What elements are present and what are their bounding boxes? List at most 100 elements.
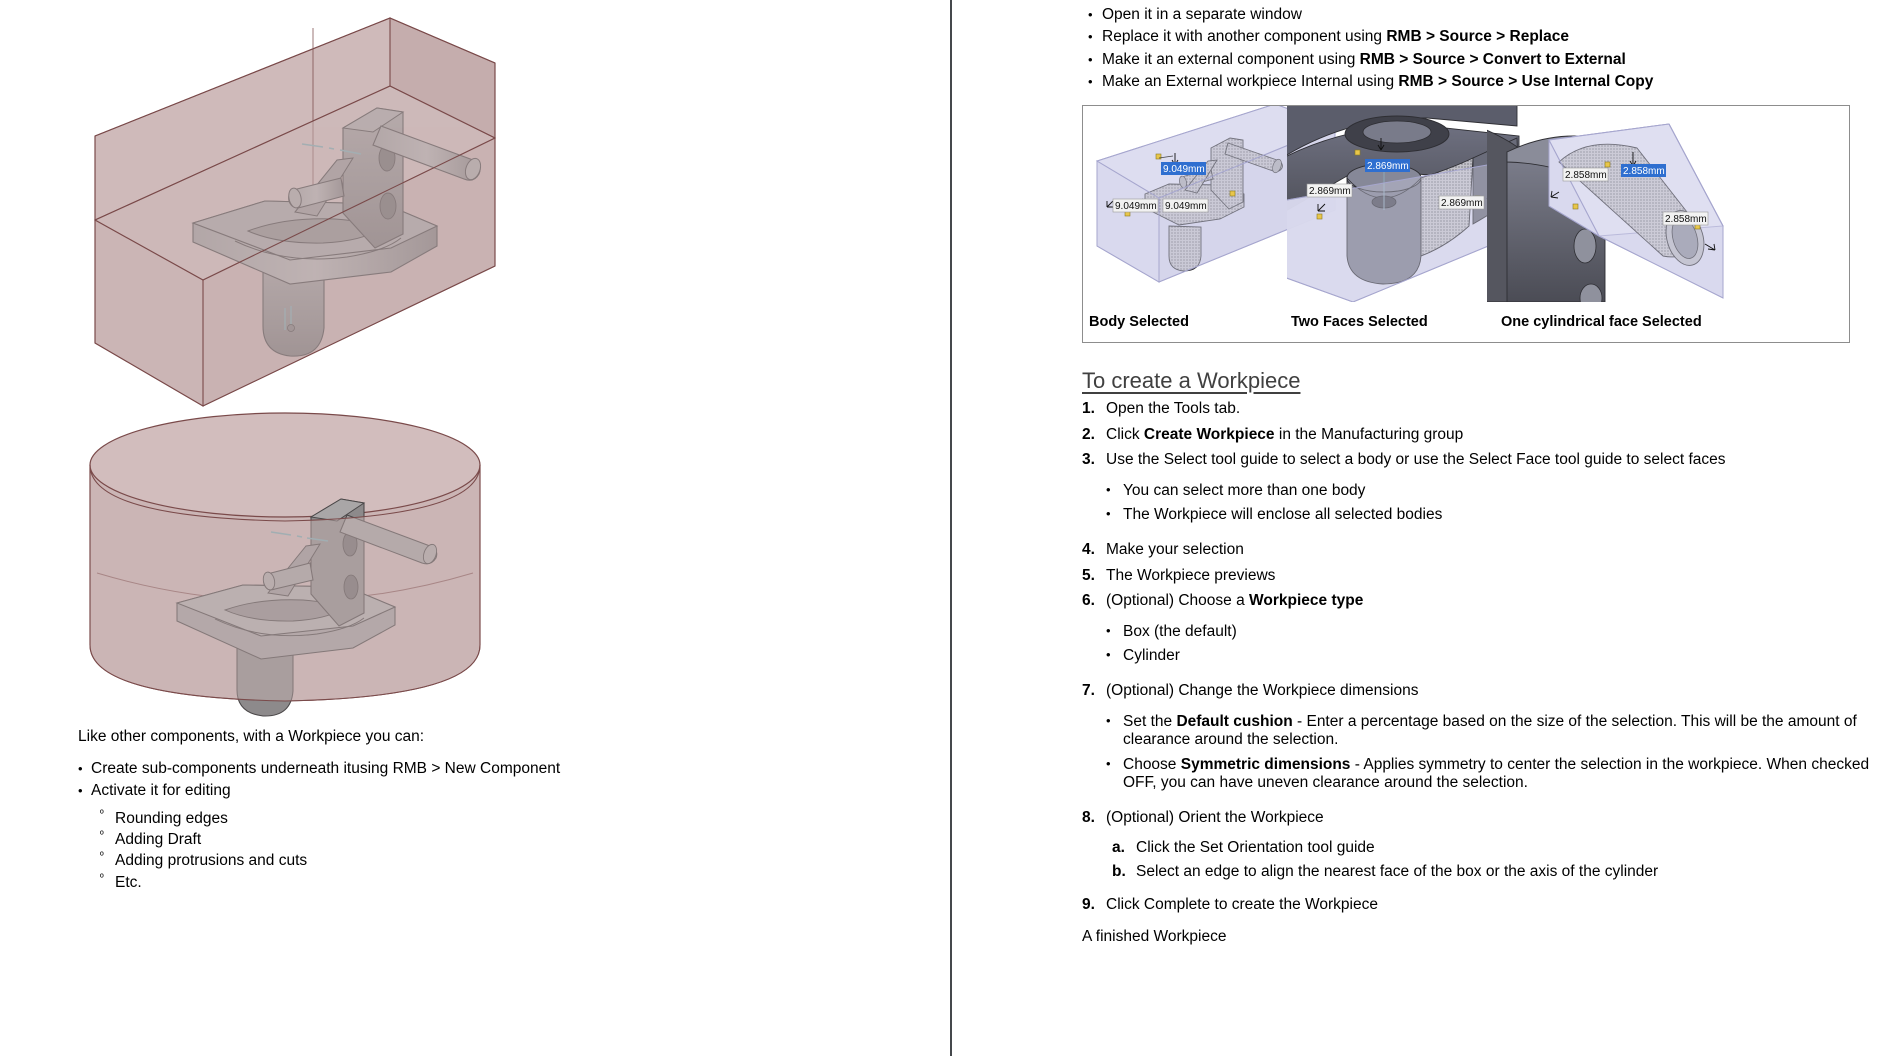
bullet-marker: • <box>1106 506 1111 522</box>
step-number: 4. <box>1082 540 1095 558</box>
step-label: The Workpiece previews <box>1106 566 1276 584</box>
step-3-sub-list: • You can select more than one body • Th… <box>1106 482 1882 525</box>
list-item-label: Make it an external component using RMB … <box>1102 50 1626 68</box>
one-cylindrical-face-selected-figure: 2.858mm 2.858mm 2.858mm <box>1487 106 1847 302</box>
svg-text:2.858mm: 2.858mm <box>1665 214 1707 225</box>
panel-figure-row: 9.049mm 9.049mm 9.049mm <box>1083 106 1849 302</box>
step-label: (Optional) Choose a Workpiece type <box>1106 592 1364 610</box>
selection-handle <box>1604 161 1611 168</box>
list-item: • Box (the default) <box>1106 623 1882 642</box>
page-title: To create a Workpiece <box>1082 368 1301 393</box>
list-item-label: The Workpiece will enclose all selected … <box>1123 506 1443 524</box>
list-item: • Set the Default cushion - Enter a perc… <box>1106 713 1882 750</box>
sub-bullet-marker: º <box>100 851 104 863</box>
axis-centerline <box>301 143 362 155</box>
list-item: º Adding Draft <box>100 830 778 849</box>
lead-line: Like other components, with a Workpiece … <box>78 728 425 745</box>
bullet-marker: • <box>1088 73 1093 89</box>
list-item: • The Workpiece will enclose all selecte… <box>1106 506 1882 525</box>
step-label: Make your selection <box>1106 540 1244 558</box>
left-column: Like other components, with a Workpiece … <box>0 0 950 1056</box>
list-item-label: Adding Draft <box>115 831 202 849</box>
step-7-sub-list: • Set the Default cushion - Enter a perc… <box>1106 713 1882 793</box>
bullet-marker: • <box>1106 755 1111 771</box>
dimension-label: 2.858mm <box>1662 211 1709 226</box>
step-item: 6. (Optional) Choose a Workpiece type <box>1082 592 1882 611</box>
pink-box-front <box>95 86 495 406</box>
figure-caption: Body Selected <box>1089 314 1189 330</box>
list-item: º Adding protrusions and cuts <box>100 851 778 870</box>
list-item-label: Adding protrusions and cuts <box>115 852 308 870</box>
substep-letter: a. <box>1112 838 1125 856</box>
list-item-label: Replace it with another component using … <box>1102 28 1569 46</box>
step-label: Use the Select tool guide to select a bo… <box>1106 451 1726 469</box>
step-label: Click Create Workpiece in the Manufactur… <box>1106 425 1464 443</box>
sub-list: º Rounding edges º Adding Draft º Adding… <box>78 808 778 892</box>
top-bullet-list: • Open it in a separate window • Replace… <box>1088 6 1868 95</box>
step-item: 1. Open the Tools tab. <box>1082 400 1882 419</box>
step-label: (Optional) Change the Workpiece dimensio… <box>1106 681 1419 699</box>
two-faces-selected-figure: 2.869mm 2.869mm 2.869mm <box>1287 106 1543 302</box>
sub-bullet-marker: º <box>100 830 104 842</box>
list-item-label: Box (the default) <box>1123 622 1237 640</box>
step-label: (Optional) Orient the Workpiece <box>1106 808 1324 826</box>
svg-text:2.869mm: 2.869mm <box>1441 198 1483 209</box>
box-workpiece-illustration <box>85 8 505 408</box>
svg-text:2.869mm: 2.869mm <box>1309 186 1351 197</box>
list-item-label: Activate it for editing <box>91 781 231 799</box>
step-number: 9. <box>1082 895 1095 913</box>
pink-box-edges <box>94 17 496 407</box>
bullet-marker: • <box>1088 51 1093 67</box>
svg-text:2.858mm: 2.858mm <box>1565 170 1607 181</box>
svg-text:2.869mm: 2.869mm <box>1367 161 1409 172</box>
dimension-label-highlighted: 2.858mm <box>1621 164 1666 177</box>
list-item: • Choose Symmetric dimensions - Applies … <box>1106 756 1882 793</box>
dimension-label-highlighted: 2.869mm <box>1365 159 1410 172</box>
svg-text:9.049mm: 9.049mm <box>1115 201 1157 212</box>
figure-caption: One cylindrical face Selected <box>1501 314 1702 330</box>
sub-bullet-marker: º <box>100 872 104 884</box>
svg-text:2.858mm: 2.858mm <box>1623 166 1665 177</box>
step-item: 5. The Workpiece previews <box>1082 567 1882 586</box>
dimension-label: 2.858mm <box>1562 167 1609 182</box>
selection-handle <box>1572 203 1579 210</box>
step-item: 7. (Optional) Change the Workpiece dimen… <box>1082 682 1882 701</box>
svg-text:9.049mm: 9.049mm <box>1163 164 1205 175</box>
list-item: • Make an External workpiece Internal us… <box>1088 73 1868 91</box>
panel-caption-row: Body Selected Two Faces Selected One cyl… <box>1083 302 1849 342</box>
bullet-marker: • <box>1106 622 1111 638</box>
list-item: • Replace it with another component usin… <box>1088 28 1868 46</box>
left-text-block: Like other components, with a Workpiece … <box>78 728 778 895</box>
step-number: 5. <box>1082 566 1095 584</box>
step-item: 3. Use the Select tool guide to select a… <box>1082 451 1882 470</box>
dimension-label-highlighted: 9.049mm <box>1161 162 1206 175</box>
bullet-marker: • <box>1088 7 1093 22</box>
sub-bullet-marker: º <box>100 808 104 820</box>
procedure-steps: 1. Open the Tools tab. 2. Click Create W… <box>1082 400 1882 947</box>
step-item: 8. (Optional) Orient the Workpiece <box>1082 809 1882 828</box>
list-item-label: Select an edge to align the nearest face… <box>1136 863 1659 881</box>
list-item: • Open it in a separate window <box>1088 6 1868 24</box>
step-number: 2. <box>1082 425 1095 443</box>
list-item: b. Select an edge to align the nearest f… <box>1112 863 1882 882</box>
list-item-label: Rounding edges <box>115 809 228 827</box>
cylinder-workpiece-illustration <box>85 405 485 725</box>
selection-handle <box>1229 190 1236 197</box>
step-label: Open the Tools tab. <box>1106 400 1241 417</box>
machined-part-geometry-cyl <box>175 498 438 717</box>
list-item: º Etc. <box>100 872 778 892</box>
bullet-marker: • <box>78 782 83 798</box>
list-item-label: Open it in a separate window <box>1102 6 1302 23</box>
step-number: 7. <box>1082 681 1095 699</box>
selection-handle <box>1316 213 1323 220</box>
machined-part-geometry <box>191 28 482 357</box>
list-item: • You can select more than one body <box>1106 482 1882 501</box>
dimension-label: 2.869mm <box>1438 195 1485 210</box>
closing-note: A finished Workpiece <box>1082 928 1227 946</box>
step-number: 3. <box>1082 451 1095 469</box>
dimension-label: 9.049mm <box>1162 198 1209 213</box>
substep-letter: b. <box>1112 863 1126 881</box>
bullet-marker: • <box>1088 29 1093 45</box>
selection-handle <box>1354 149 1361 156</box>
